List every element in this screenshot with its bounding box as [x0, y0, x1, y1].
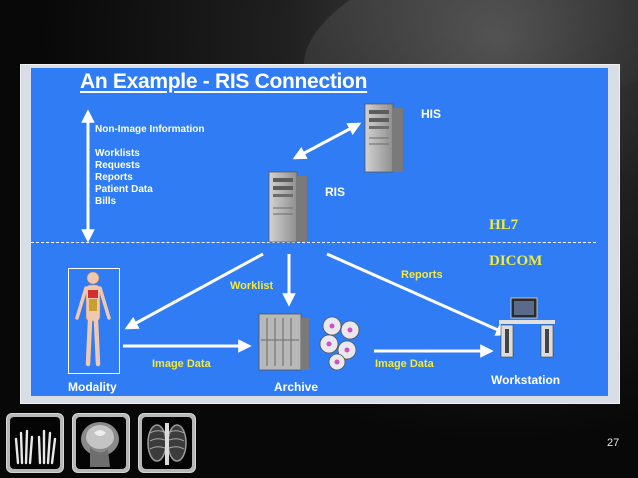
ris-label: RIS — [325, 185, 346, 199]
his-label: HIS — [421, 107, 442, 121]
diagram-graphics — [75, 103, 555, 371]
non-image-list: Worklists Requests Reports Patient Data … — [95, 148, 204, 208]
list-item: Bills — [95, 196, 117, 207]
head-mri-icon — [81, 422, 119, 467]
protocol-divider-line — [31, 242, 596, 243]
non-image-info-block: Non-Image Information Worklists Requests… — [95, 124, 204, 208]
slide-title: An Example - RIS Connection — [80, 70, 368, 93]
reports-arrow — [326, 252, 510, 336]
list-item: Worklists — [95, 148, 140, 159]
thumbnail-hand-xray[interactable] — [6, 413, 64, 473]
dicom-label: DICOM — [489, 253, 543, 269]
list-item: Patient Data — [95, 184, 153, 195]
human-body-icon — [75, 271, 111, 367]
image-data-label-right: Image Data — [375, 358, 434, 370]
slide-panel: An Example - RIS Connection Non-Image In… — [31, 68, 608, 396]
worklist-label: Worklist — [230, 280, 274, 292]
archive-label: Archive — [274, 380, 319, 394]
non-image-heading: Non-Image Information — [95, 124, 205, 135]
thumbnail-head-mri[interactable] — [72, 413, 130, 473]
reports-label: Reports — [401, 269, 443, 281]
archive-storage-icon — [258, 313, 309, 371]
list-item: Reports — [95, 172, 133, 183]
hl7-label: HL7 — [489, 217, 519, 233]
modality-frame — [68, 268, 120, 374]
workstation-label: Workstation — [491, 373, 561, 387]
workstation-icon — [499, 297, 555, 358]
image-data-label-left: Image Data — [152, 358, 211, 370]
optical-disc-icon — [319, 316, 360, 371]
page-number: 27 — [607, 437, 620, 449]
his-ris-arrow — [292, 122, 362, 160]
chest-xray-icon — [147, 423, 187, 465]
his-server-icon — [364, 103, 403, 173]
list-item: Requests — [95, 160, 141, 171]
worklist-arrow — [124, 252, 264, 330]
hand-xray-icon — [14, 429, 57, 465]
thumbnail-chest-xray[interactable] — [138, 413, 196, 473]
ris-server-icon — [268, 171, 307, 243]
modality-label: Modality — [68, 380, 117, 394]
